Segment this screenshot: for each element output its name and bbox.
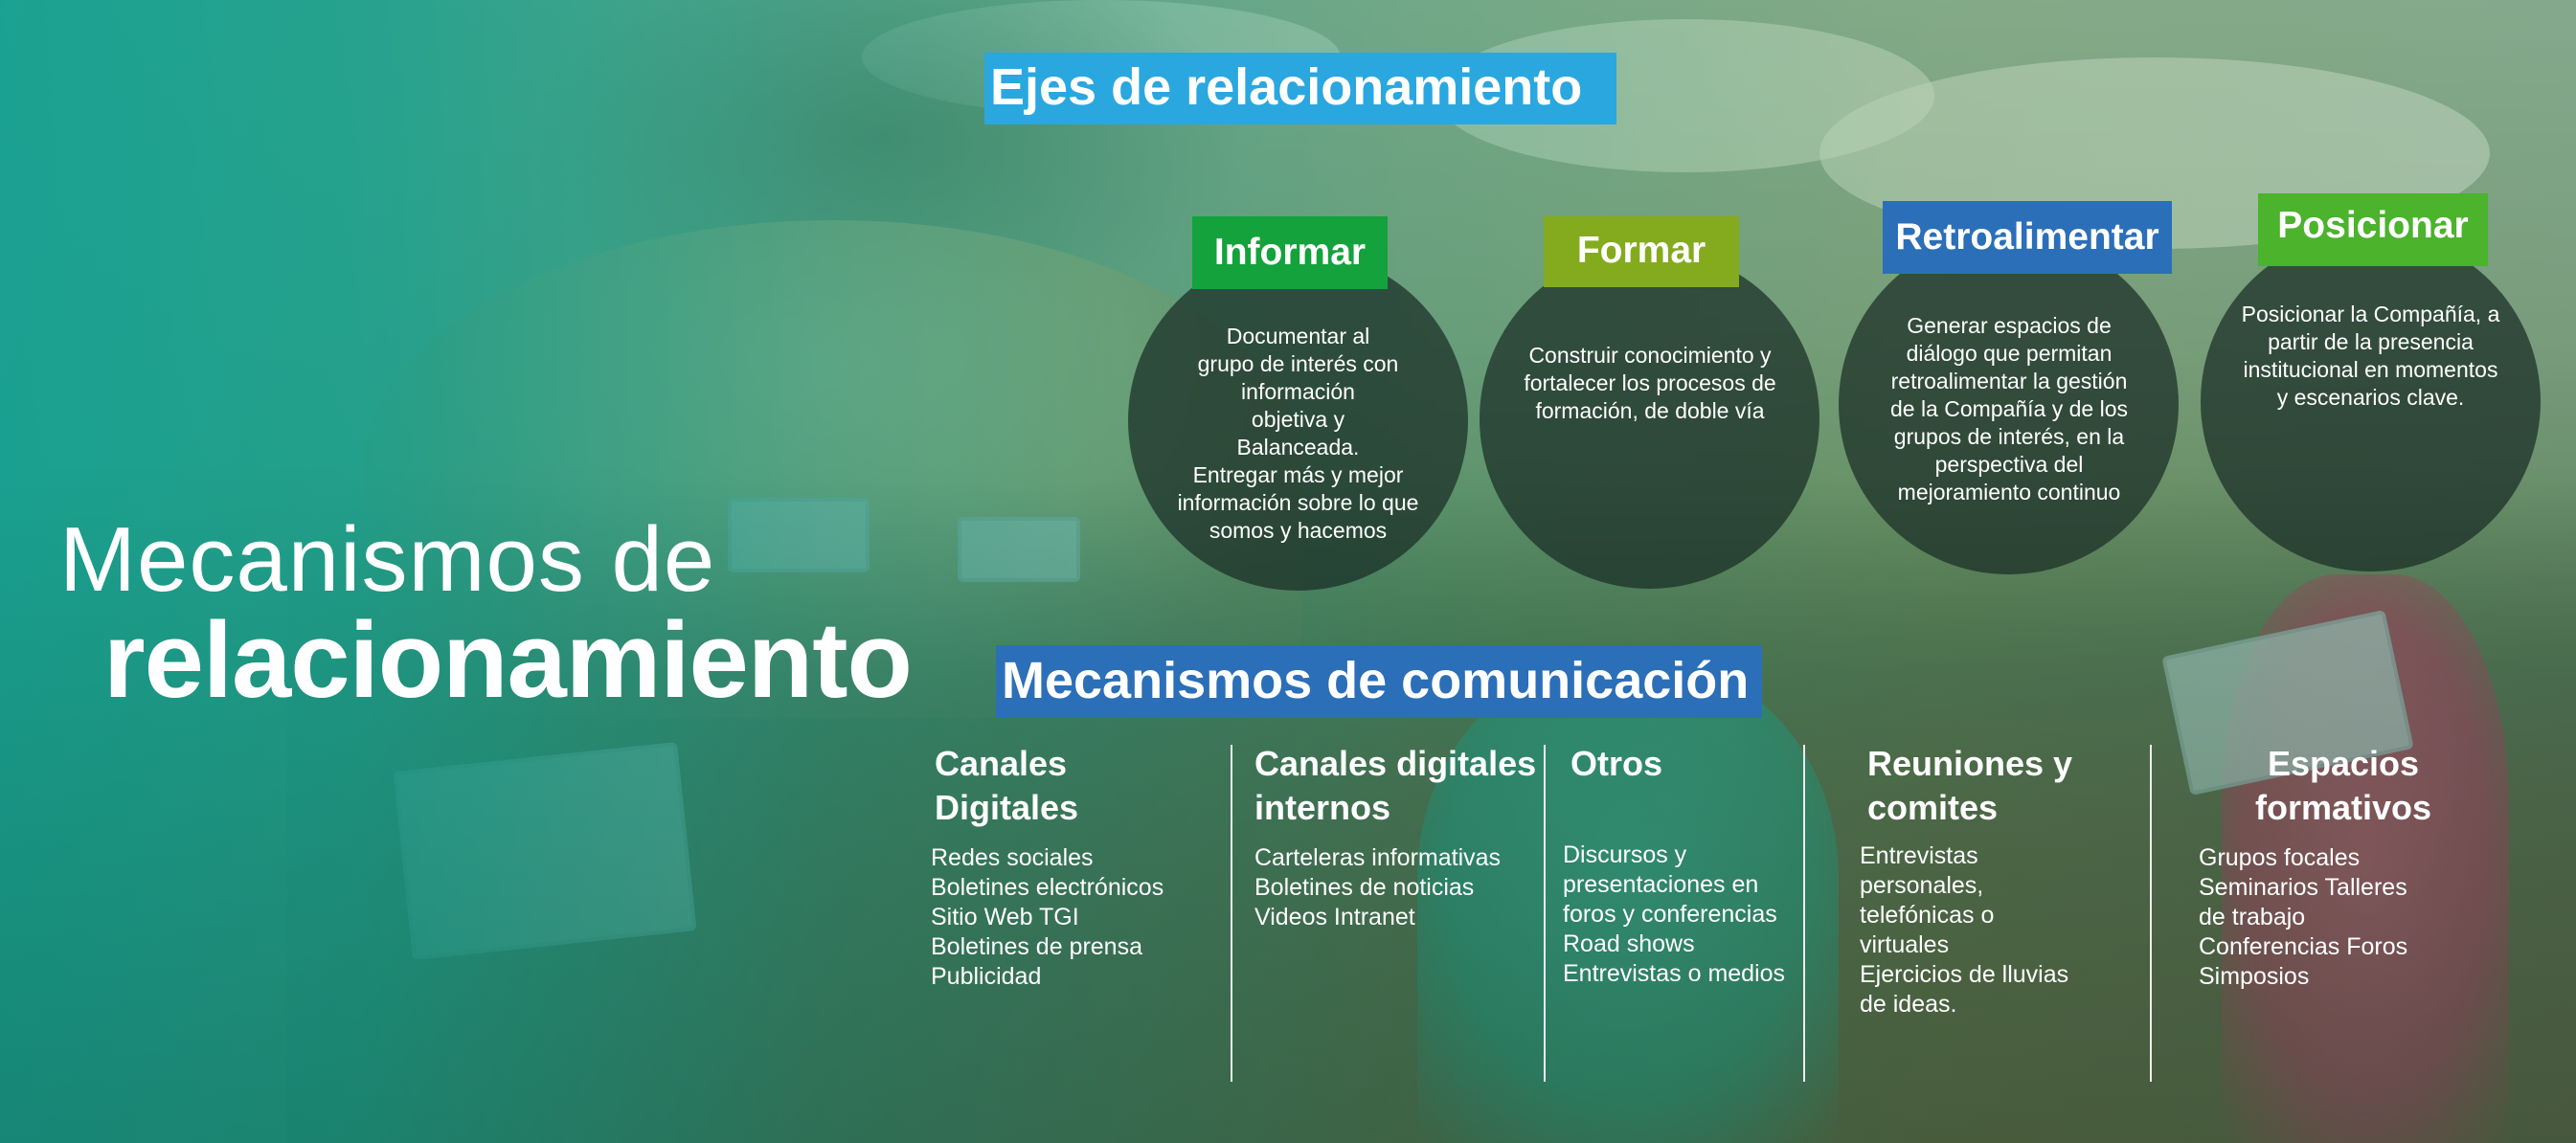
column-heading-canales-digitales: Canales Digitales [935, 744, 1079, 827]
column-heading-espacios: Espacios formativos [2255, 744, 2432, 827]
column-heading-otros: Otros [1570, 744, 1663, 783]
column-divider [1544, 745, 1546, 1082]
column-list-reuniones: Entrevistas personales, telefónicas o vi… [1860, 842, 2069, 1018]
column-list-canales-internos: Carteleras informativas Boletines de not… [1254, 844, 1502, 930]
main-title-line1: Mecanismos de [59, 508, 716, 611]
column-divider [2150, 745, 2152, 1082]
main-title-line2: relacionamiento [103, 600, 913, 720]
axis-circle-informar [1128, 251, 1468, 591]
column-divider [1803, 745, 1805, 1082]
axis-circle-retroalimentar [1839, 235, 2179, 574]
axis-circle-posicionar [2201, 232, 2541, 572]
axis-tag-formar: Formar [1544, 216, 1739, 287]
axis-description-formar: Construir conocimiento y fortalecer los … [1524, 343, 1776, 423]
column-divider [1231, 745, 1232, 1082]
axis-tag-posicionar: Posicionar [2258, 193, 2488, 266]
mecanismos-section-title: Mecanismos de comunicación [996, 645, 1762, 718]
column-list-otros: Discursos y presentaciones en foros y co… [1563, 841, 1786, 987]
column-list-canales-digitales: Redes sociales Boletines electrónicos Si… [931, 844, 1164, 990]
axis-circle-formar [1480, 249, 1819, 589]
axis-description-posicionar: Posicionar la Compañía, a partir de la p… [2241, 302, 2500, 410]
ejes-section-title: Ejes de relacionamiento [984, 53, 1616, 124]
column-heading-canales-internos: Canales digitales internos [1254, 744, 1537, 827]
column-heading-reuniones: Reuniones y comites [1867, 744, 2073, 827]
axis-description-retroalimentar: Generar espacios de diálogo que permitan… [1889, 313, 2129, 504]
axis-tag-retroalimentar: Retroalimentar [1883, 201, 2172, 274]
axis-description-informar: Documentar al grupo de interés con infor… [1177, 324, 1419, 543]
column-list-espacios: Grupos focales Seminarios Talleres de tr… [2199, 844, 2408, 990]
axis-tag-informar: Informar [1192, 216, 1388, 289]
